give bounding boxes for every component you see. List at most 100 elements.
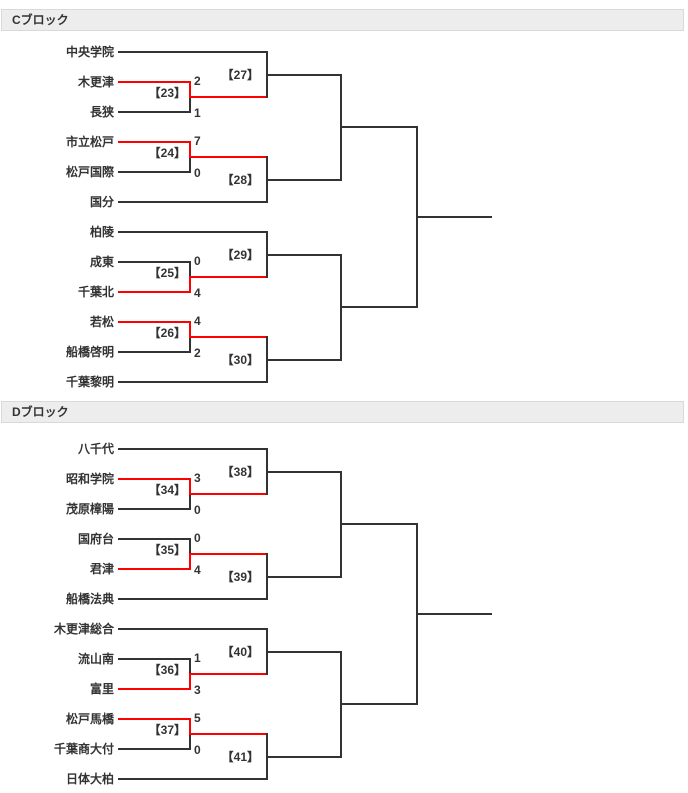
score-label: 0 xyxy=(194,166,201,180)
score-label: 0 xyxy=(194,254,201,268)
match-number-label: 【41】 xyxy=(221,749,259,764)
team-label: 千葉北 xyxy=(77,285,114,299)
bracket-line xyxy=(118,778,267,780)
bracket-line xyxy=(267,575,341,578)
bracket-line xyxy=(341,703,417,705)
bracket-line xyxy=(118,381,267,383)
team-label: 八千代 xyxy=(77,442,114,456)
score-label: 7 xyxy=(194,134,201,148)
bracket-line xyxy=(118,478,190,480)
match-number-label: 【29】 xyxy=(221,247,259,262)
score-label: 1 xyxy=(194,106,201,120)
bracket-line xyxy=(118,448,267,450)
bracket-line xyxy=(118,81,190,83)
bracket-line xyxy=(189,553,191,570)
bracket-line xyxy=(118,201,267,203)
match-number-label: 【30】 xyxy=(221,352,259,367)
bracket-line xyxy=(189,276,191,293)
score-label: 0 xyxy=(194,531,201,545)
bracket-line xyxy=(118,111,190,113)
bracket-line xyxy=(118,598,267,600)
bracket-line xyxy=(189,718,191,735)
bracket-line xyxy=(118,718,190,720)
bracket-line xyxy=(118,658,190,660)
bracket-line xyxy=(118,141,190,143)
bracket-line xyxy=(267,650,341,653)
bracket-line xyxy=(190,156,267,158)
team-label: 若松 xyxy=(89,315,114,329)
team-label: 国府台 xyxy=(77,532,114,546)
team-label: 木更津 xyxy=(77,75,114,89)
bracket-line xyxy=(341,306,417,308)
bracket-line xyxy=(118,628,267,630)
bracket-line xyxy=(189,141,191,158)
match-number-label: 【24】 xyxy=(148,146,186,160)
team-label: 富里 xyxy=(89,682,114,696)
match-number-label: 【23】 xyxy=(148,86,186,100)
team-label: 日体大柏 xyxy=(65,772,114,786)
score-label: 0 xyxy=(194,743,201,757)
team-label: 君津 xyxy=(89,562,114,576)
block-d-header: Dブロック xyxy=(1,401,684,423)
score-label: 1 xyxy=(194,651,201,665)
bracket-line xyxy=(118,688,190,690)
team-label: 柏陵 xyxy=(89,225,114,239)
score-label: 4 xyxy=(194,563,201,577)
match-number-label: 【26】 xyxy=(148,326,186,340)
bracket-line xyxy=(118,568,190,570)
match-number-label: 【36】 xyxy=(148,663,186,677)
match-number-label: 【27】 xyxy=(221,67,259,82)
team-label: 昭和学院 xyxy=(65,472,114,486)
team-label: 茂原樟陽 xyxy=(65,502,114,516)
team-label: 千葉黎明 xyxy=(65,375,114,389)
match-number-label: 【35】 xyxy=(148,543,186,557)
bracket-line xyxy=(189,81,191,98)
bracket-line xyxy=(118,508,190,510)
team-label: 松戸馬橋 xyxy=(65,712,114,726)
bracket-line xyxy=(118,321,190,323)
team-label: 木更津総合 xyxy=(53,622,114,636)
team-label: 松戸国際 xyxy=(65,165,114,179)
score-label: 4 xyxy=(194,286,201,300)
bracket-line xyxy=(189,321,191,338)
bracket-line xyxy=(341,126,417,128)
score-label: 2 xyxy=(194,346,201,360)
bracket-line xyxy=(118,351,190,353)
team-label: 長狭 xyxy=(89,105,114,119)
bracket-line xyxy=(118,231,267,233)
bracket-line xyxy=(267,358,341,361)
team-label: 成東 xyxy=(89,255,114,269)
match-number-label: 【40】 xyxy=(221,644,259,659)
bracket-line xyxy=(189,673,191,690)
bracket-line xyxy=(118,51,267,53)
match-number-label: 【38】 xyxy=(221,464,259,479)
bracket-line xyxy=(190,733,267,735)
score-label: 3 xyxy=(194,683,201,697)
bracket-line xyxy=(190,276,267,278)
team-label: 流山南 xyxy=(77,652,114,666)
bracket-line xyxy=(341,523,417,525)
bracket-line xyxy=(190,336,267,338)
bracket-line xyxy=(118,261,190,263)
score-label: 5 xyxy=(194,711,201,725)
bracket-line xyxy=(118,171,190,173)
bracket-line xyxy=(118,538,190,540)
bracket-line xyxy=(417,216,492,218)
block-c-header: Cブロック xyxy=(1,9,684,31)
bracket-line xyxy=(267,470,341,473)
bracket-line xyxy=(267,178,341,181)
bracket-line xyxy=(118,748,190,750)
match-number-label: 【25】 xyxy=(148,266,186,280)
match-number-label: 【34】 xyxy=(148,483,186,497)
bracket-line xyxy=(267,73,341,76)
team-label: 船橋法典 xyxy=(65,592,114,606)
match-number-label: 【37】 xyxy=(148,723,186,737)
team-label: 中央学院 xyxy=(65,45,114,59)
score-label: 0 xyxy=(194,503,201,517)
match-number-label: 【39】 xyxy=(221,569,259,584)
bracket-line xyxy=(190,673,267,675)
score-label: 3 xyxy=(194,471,201,485)
